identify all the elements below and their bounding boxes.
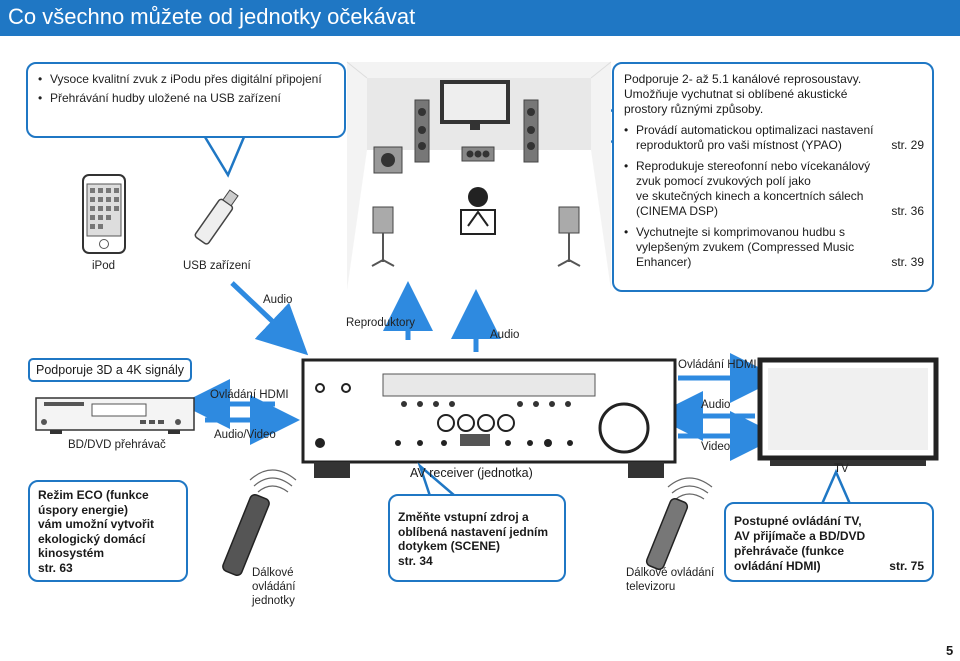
intro-line-2: Umožňuje vychutnat si oblíbené akustické xyxy=(624,87,848,101)
remote-tv-line-2: televizoru xyxy=(626,581,676,593)
hdmi-ctrl-line-1: Postupné ovládání TV, xyxy=(734,514,862,528)
bullet-usb: Přehrávání hudby uložené na USB zařízení xyxy=(38,91,328,106)
hdmi-ctrl-page: str. 75 xyxy=(889,559,924,573)
unit-remote xyxy=(222,469,297,577)
feature-ypao-line-2: reproduktorů pro vaši místnost (YPAO) xyxy=(636,138,842,152)
feature-cinema-line-3: ve skutečných kinech a koncertních sálec… xyxy=(636,189,864,203)
bubble-tail-tv-ctrl xyxy=(820,468,852,505)
player-hdmi-label: Ovládání HDMI xyxy=(210,389,289,401)
remote-unit-line-1: Dálkové xyxy=(252,567,294,579)
eco-line-4: ekologický domácí xyxy=(38,531,146,546)
bubble-tail-scene xyxy=(417,462,456,497)
tv-video-label: Video xyxy=(701,441,731,453)
intro-line-1: Podporuje 2- až 5.1 kanálové reprosousta… xyxy=(624,72,862,86)
feature-cinema-line-4: (CINEMA DSP) xyxy=(636,204,719,218)
tv-set xyxy=(757,357,939,466)
player-av-label: Audio/Video xyxy=(214,429,276,441)
feature-cinema-line-2: zvuk pomocí zvukových polí jako xyxy=(636,174,811,188)
feature-cinema-page: str. 36 xyxy=(891,204,924,218)
scene-line-1: Změňte vstupní zdroj a xyxy=(398,510,529,524)
hdmi-ctrl-line-3: přehrávače (funkce xyxy=(734,544,845,558)
tv-hdmi-label: Ovládání HDMI xyxy=(678,359,757,371)
feature-cinema-dsp: • Reprodukuje stereofonní nebo vícekanál… xyxy=(624,159,924,218)
eco-page: str. 63 xyxy=(38,560,73,575)
player-label: BD/DVD přehrávač xyxy=(68,439,166,451)
feature-ypao-page: str. 29 xyxy=(891,138,924,152)
ipod-label: iPod xyxy=(92,260,116,272)
usb-stick xyxy=(194,189,239,245)
label-speakers: Reproduktory xyxy=(346,317,416,329)
eco-line-3: vám umožní vytvořit xyxy=(38,517,155,531)
eco-box: Režim ECO (funkce úspory energie) vám um… xyxy=(28,480,188,582)
bubble-tail-top-left xyxy=(203,136,246,178)
bd-dvd-player xyxy=(35,397,195,434)
scene-box: Změňte vstupní zdroj a oblíbená nastaven… xyxy=(388,494,566,582)
hdmi-control-box: Postupné ovládání TV, AV přijímače a BD/… xyxy=(724,502,934,582)
eco-line-5: kinosystém xyxy=(38,546,105,560)
features-bubble-right: Podporuje 2- až 5.1 kanálové reprosousta… xyxy=(612,62,934,292)
hdmi-ctrl-line-4: ovládání HDMI) xyxy=(734,559,821,573)
eco-line-2: úspory energie) xyxy=(38,502,129,517)
features-bubble-left: Vysoce kvalitní zvuk z iPodu přes digitá… xyxy=(26,62,346,138)
scene-page: str. 34 xyxy=(398,553,433,568)
tv-label: TV xyxy=(834,463,849,475)
feature-ypao: • Provádí automatickou optimalizaci nast… xyxy=(624,123,924,152)
feature-cinema-line-1: Reprodukuje stereofonní nebo vícekanálov… xyxy=(636,159,871,173)
tv-remote xyxy=(645,477,713,570)
ipod-device xyxy=(82,174,126,254)
room-illustration xyxy=(346,61,612,290)
page-title: Co všechno můžete od jednotky očekávat xyxy=(8,4,416,29)
feature-cme-page: str. 39 xyxy=(891,255,924,269)
eco-line-1: Režim ECO (funkce xyxy=(38,488,149,502)
header-bar xyxy=(0,0,960,36)
feature-cme-line-3: Enhancer) xyxy=(636,255,692,269)
remote-unit-line-3: jednotky xyxy=(252,595,295,607)
scene-line-3: dotykem (SCENE) xyxy=(398,539,501,553)
remote-tv-label: Dálkové ovládání televizoru xyxy=(626,566,714,594)
remote-unit-line-2: ovládání xyxy=(252,581,296,593)
feature-compressed-music: • Vychutnejte si komprimovanou hudbu s v… xyxy=(624,225,924,269)
player-heading: Podporuje 3D a 4K signály xyxy=(36,363,185,377)
remote-tv-line-1: Dálkové ovládání xyxy=(626,567,715,579)
player-heading-box: Podporuje 3D a 4K signály xyxy=(28,358,192,382)
intro-line-3: prostory různými způsoby. xyxy=(624,102,764,116)
receiver-label: AV receiver (jednotka) xyxy=(410,466,533,480)
bullet-ipod: Vysoce kvalitní zvuk z iPodu přes digitá… xyxy=(38,72,328,87)
label-audio-right: Audio xyxy=(490,329,520,341)
feature-ypao-line-1: Provádí automatickou optimalizaci nastav… xyxy=(636,123,874,137)
scene-line-2: oblíbená nastavení jedním xyxy=(398,524,549,539)
feature-cme-line-2: vylepšeným zvukem (Compressed Music xyxy=(636,240,855,254)
label-audio-top: Audio xyxy=(263,294,293,306)
remote-unit-label: Dálkové ovládání jednotky xyxy=(252,566,295,608)
av-receiver xyxy=(301,358,677,478)
feature-cme-line-1: Vychutnejte si komprimovanou hudbu s xyxy=(636,225,846,239)
hdmi-ctrl-line-2: AV přijímače a BD/DVD xyxy=(734,529,866,543)
page-number: 5 xyxy=(946,643,954,658)
tv-audio-label: Audio xyxy=(701,399,731,411)
arrow-audio-from-top xyxy=(230,281,309,356)
usb-label: USB zařízení xyxy=(183,260,251,272)
